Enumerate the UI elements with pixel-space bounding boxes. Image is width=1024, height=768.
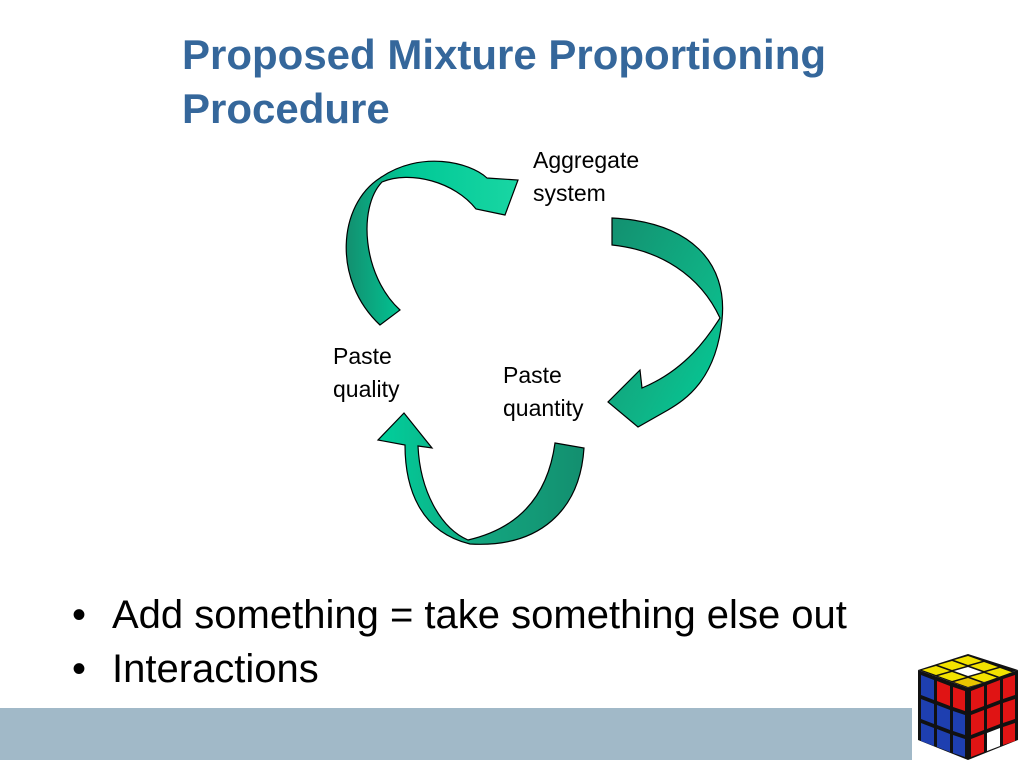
arrow-aggregate-to-quantity	[607, 217, 724, 428]
bullet-list: • Add something = take something else ou…	[72, 588, 847, 696]
slide-title: Proposed Mixture Proportioning Procedure	[182, 28, 1002, 136]
node-paste-quality: Paste quality	[333, 340, 399, 406]
footer-bar	[0, 708, 912, 760]
bullet-item: • Add something = take something else ou…	[72, 588, 847, 642]
rubiks-cube-icon	[918, 654, 1018, 760]
node-aggregate-line-2: system	[533, 180, 606, 206]
bullet-marker: •	[72, 593, 87, 637]
arrow-quality-to-aggregate	[345, 160, 519, 326]
bullet-text: Add something = take something else out	[112, 593, 847, 637]
node-quality-line-2: quality	[333, 376, 400, 402]
node-paste-quantity: Paste quantity	[503, 359, 584, 425]
node-aggregate-system: Aggregate system	[533, 144, 639, 210]
slide-title-line-2: Procedure	[182, 85, 390, 132]
node-quantity-line-1: Paste	[503, 362, 562, 388]
slide-title-line-1: Proposed Mixture Proportioning	[182, 31, 827, 78]
bullet-text: Interactions	[112, 647, 319, 691]
arrow-quantity-to-quality	[376, 412, 585, 545]
node-quantity-line-2: quantity	[503, 395, 584, 421]
bullet-marker: •	[72, 647, 87, 691]
node-quality-line-1: Paste	[333, 343, 392, 369]
node-aggregate-line-1: Aggregate	[533, 147, 640, 173]
bullet-item: • Interactions	[72, 642, 847, 696]
